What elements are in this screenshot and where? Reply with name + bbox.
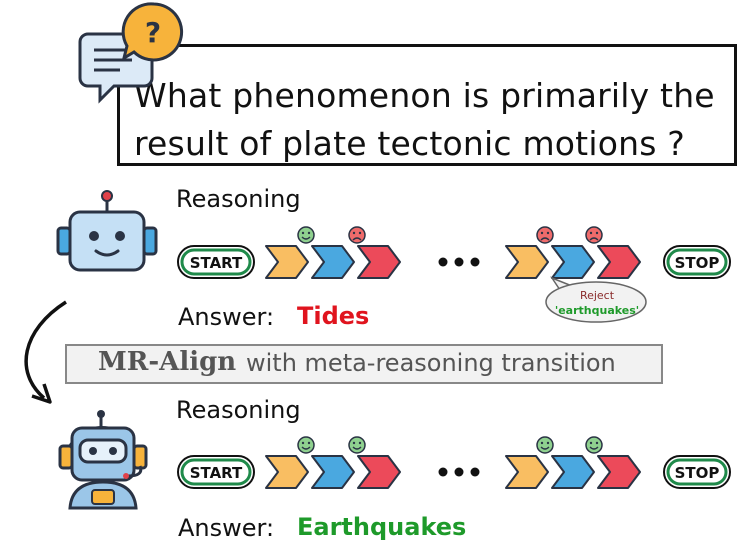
svg-text:STOP: STOP — [675, 254, 720, 272]
svg-text:START: START — [190, 254, 243, 272]
reject-line-2: 'earthquakes' — [555, 304, 639, 317]
method-description: with meta-reasoning transition — [246, 349, 616, 377]
question-text: What phenomenon is primarily the result … — [134, 72, 734, 168]
svg-text:?: ? — [145, 16, 161, 49]
question-chat-icon: ? — [78, 2, 184, 104]
chevron-red-left-2 — [357, 455, 401, 489]
reasoning-label-2: Reasoning — [176, 396, 301, 424]
start-pill-2: START — [177, 455, 255, 489]
robot-icon — [56, 190, 158, 272]
start-pill-1: START — [177, 245, 255, 279]
ellipsis-2 — [438, 467, 480, 477]
answer-value-2: Earthquakes — [297, 513, 467, 541]
question-box — [117, 44, 737, 166]
feedback-face-2-4 — [585, 436, 603, 454]
feedback-face-1-2 — [348, 226, 366, 244]
chevron-blue-right-2 — [551, 455, 595, 489]
chevron-red-left-1 — [357, 245, 401, 279]
svg-text:START: START — [190, 464, 243, 482]
answer-label-1: Answer: — [178, 303, 275, 331]
answer-label-2: Answer: — [178, 514, 275, 542]
method-name: MR-Align — [98, 347, 237, 377]
reasoning-label-1: Reasoning — [176, 185, 301, 213]
svg-text:STOP: STOP — [675, 464, 720, 482]
method-box — [65, 344, 663, 384]
chevron-blue-left-1 — [311, 245, 355, 279]
feedback-face-1-3 — [536, 226, 554, 244]
chevron-orange-right-1 — [505, 245, 549, 279]
question-line-2: result of plate tectonic motions ? — [134, 124, 685, 163]
chevron-red-right-2 — [597, 455, 641, 489]
feedback-face-1-4 — [585, 226, 603, 244]
chevron-orange-right-2 — [505, 455, 549, 489]
feedback-face-2-3 — [536, 436, 554, 454]
answer-value-1: Tides — [297, 302, 370, 330]
stop-pill-2: STOP — [663, 455, 731, 489]
ellipsis-1 — [438, 257, 480, 267]
question-line-1: What phenomenon is primarily the — [134, 76, 715, 115]
reject-line-1: Reject — [580, 289, 615, 302]
robot-headset-icon — [58, 410, 148, 510]
reasoning-chain-row-2: START STOP — [177, 436, 731, 489]
feedback-face-2-2 — [348, 436, 366, 454]
chevron-red-right-1 — [597, 245, 641, 279]
chevron-blue-left-2 — [311, 455, 355, 489]
feedback-face-2-1 — [297, 436, 315, 454]
chevron-orange-left-2 — [265, 455, 309, 489]
feedback-face-1-1 — [297, 226, 315, 244]
chevron-orange-left-1 — [265, 245, 309, 279]
chevron-blue-right-1 — [551, 245, 595, 279]
reasoning-chain-row-1: START STOP — [177, 226, 731, 279]
curved-arrow-icon — [24, 300, 67, 404]
stop-pill-1: STOP — [663, 245, 731, 279]
reject-bubble: Reject 'earthquakes' — [545, 276, 647, 323]
